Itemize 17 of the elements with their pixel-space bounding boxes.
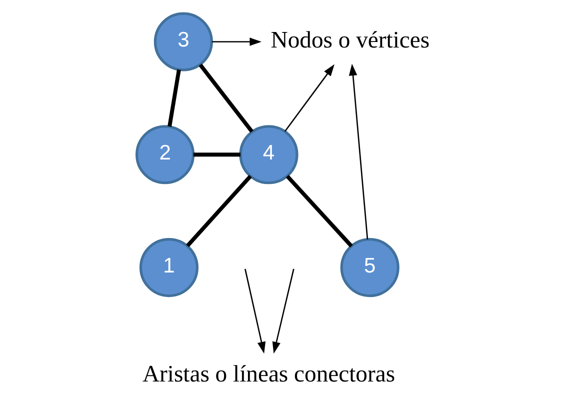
arrow [284, 64, 334, 132]
connector [193, 152, 240, 157]
arrow [244, 268, 266, 354]
arrow [348, 64, 368, 240]
arrow [272, 268, 294, 354]
node-circle: 3 [154, 12, 213, 72]
connector [186, 174, 252, 248]
connector [198, 64, 254, 133]
node-circle: 5 [340, 238, 400, 298]
node-circle: 1 [139, 238, 199, 298]
node-text: Aristas o líneas conectoras [142, 362, 396, 388]
node-circle: 4 [239, 125, 298, 184]
connector [168, 69, 181, 127]
node-circle: 2 [136, 125, 195, 184]
node-text: Nodos o vértices [270, 28, 430, 54]
connector [286, 174, 353, 248]
arrow [212, 38, 262, 46]
